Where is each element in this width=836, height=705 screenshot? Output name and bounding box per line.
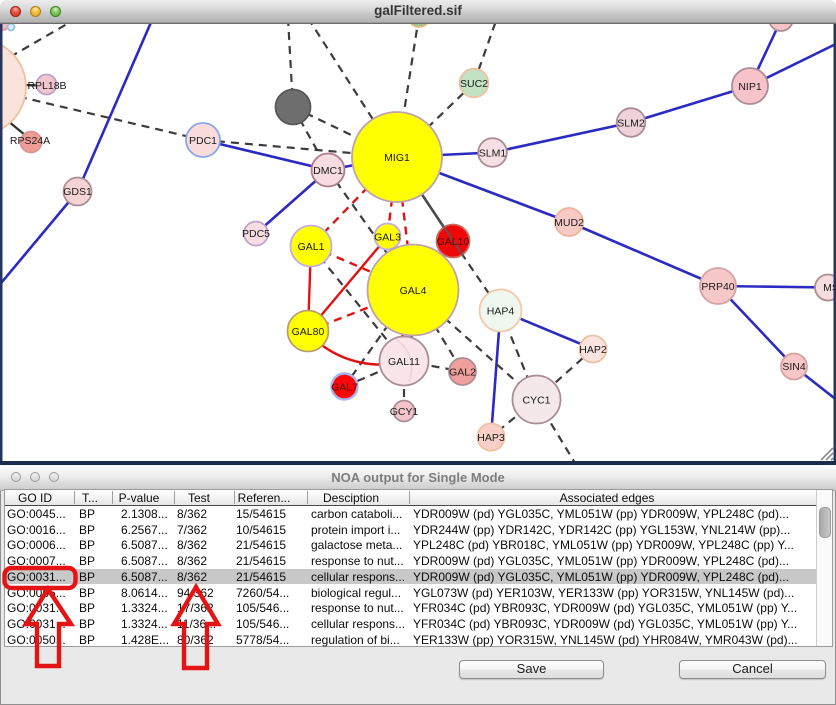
svg-text:SLM1: SLM1 bbox=[479, 148, 507, 160]
svg-text:GDS1: GDS1 bbox=[63, 186, 92, 198]
svg-text:RPS24A: RPS24A bbox=[10, 135, 50, 147]
svg-text:GAL10: GAL10 bbox=[437, 236, 470, 248]
svg-text:GAL11: GAL11 bbox=[388, 356, 420, 368]
svg-text:HAP3: HAP3 bbox=[477, 432, 505, 444]
svg-text:MUD2: MUD2 bbox=[554, 217, 584, 229]
svg-text:CYC1: CYC1 bbox=[522, 395, 550, 407]
svg-text:GAL2: GAL2 bbox=[449, 367, 476, 379]
svg-text:RPL18B: RPL18B bbox=[27, 80, 66, 92]
svg-text:DMC1: DMC1 bbox=[313, 165, 343, 177]
svg-text:PDC5: PDC5 bbox=[242, 228, 270, 240]
svg-text:MIG1: MIG1 bbox=[384, 152, 410, 164]
svg-text:SIN4: SIN4 bbox=[782, 361, 806, 373]
svg-text:HAP2: HAP2 bbox=[579, 344, 607, 356]
svg-text:SUC2: SUC2 bbox=[460, 78, 488, 90]
svg-text:NIP1: NIP1 bbox=[738, 81, 762, 93]
svg-text:GAL7: GAL7 bbox=[331, 382, 358, 394]
svg-text:GAL1: GAL1 bbox=[298, 241, 325, 253]
svg-text:PRP40: PRP40 bbox=[701, 281, 734, 293]
svg-text:HAP4: HAP4 bbox=[487, 306, 515, 318]
svg-text:GAL4: GAL4 bbox=[400, 285, 427, 297]
svg-text:SLM2: SLM2 bbox=[617, 118, 645, 130]
svg-text:GAL3: GAL3 bbox=[374, 232, 401, 244]
svg-text:PDC1: PDC1 bbox=[189, 135, 217, 147]
svg-text:GAL80: GAL80 bbox=[292, 326, 325, 338]
svg-text:GCY1: GCY1 bbox=[390, 406, 419, 418]
